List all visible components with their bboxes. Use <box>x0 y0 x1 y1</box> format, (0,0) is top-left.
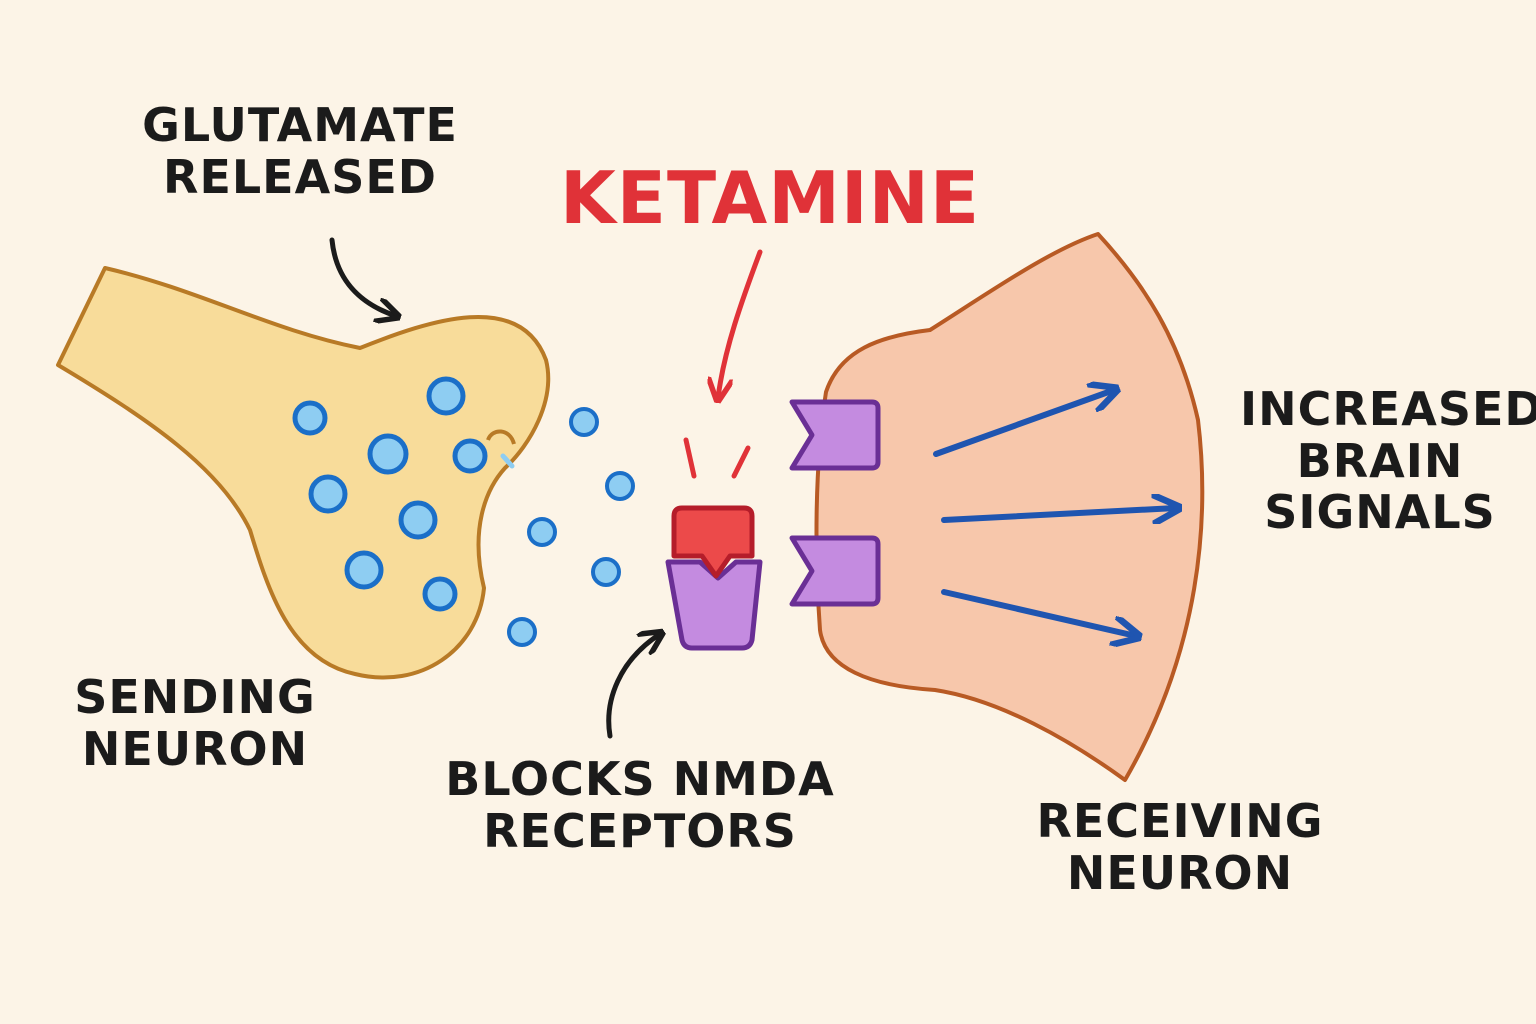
signal-arrow-icon <box>933 390 1114 457</box>
receptor-pointer-arrow <box>606 634 660 739</box>
glutamate-pointer-arrow <box>329 237 396 316</box>
glutamate-label-line2: RELEASED <box>163 149 437 204</box>
signal-arrow-icon <box>941 589 1136 636</box>
glutamate-molecules-cleft <box>507 407 635 647</box>
glutamate-molecule-icon <box>292 400 328 436</box>
receiving-neuron-label: RECEIVING NEURON <box>1020 794 1340 900</box>
impact-mark <box>731 445 751 479</box>
impact-mark <box>683 437 697 479</box>
receiving-neuron-shape <box>814 232 1205 782</box>
nmda-receptor-icon <box>789 399 881 471</box>
nmda-receptor-icon <box>665 559 763 651</box>
receiving-label-line2: NEURON <box>1066 845 1294 900</box>
signal-arrow-icon <box>941 508 1176 520</box>
glutamate-molecule-icon <box>507 617 537 647</box>
glutamate-molecules-inside <box>292 376 488 612</box>
release-pore <box>486 429 516 445</box>
glutamate-released-label: GLUTAMATE RELEASED <box>120 98 480 204</box>
increased-signals-label: INCREASED BRAIN SIGNALS <box>1240 382 1536 540</box>
glutamate-molecule-icon <box>422 576 458 612</box>
receiving-label-line1: RECEIVING <box>1036 794 1324 848</box>
glutamate-molecule-icon <box>527 517 557 547</box>
glutamate-label-line1: GLUTAMATE <box>142 98 458 152</box>
ketamine-pointer-arrow <box>718 249 763 398</box>
glutamate-molecule-icon <box>569 407 599 437</box>
increased-label-line1: INCREASED <box>1240 382 1536 436</box>
glutamate-molecule-icon <box>426 376 466 416</box>
glutamate-molecule-icon <box>308 474 348 514</box>
increased-label-line3: SIGNALS <box>1264 485 1496 540</box>
glutamate-molecule-icon <box>367 433 409 475</box>
ketamine-label-text: KETAMINE <box>560 156 981 240</box>
glutamate-molecule-icon <box>344 550 384 590</box>
ketamine-label: KETAMINE <box>560 156 981 240</box>
sending-label-line1: SENDING <box>74 670 316 724</box>
blocks-label-line2: RECEPTORS <box>483 803 797 858</box>
blocks-nmda-label: BLOCKS NMDA RECEPTORS <box>440 752 840 858</box>
glutamate-molecule-icon <box>605 471 635 501</box>
release-pore-gap <box>500 453 515 469</box>
ketamine-blocker-icon <box>671 505 755 579</box>
increased-label-line2: BRAIN <box>1296 433 1464 488</box>
glutamate-molecule-icon <box>398 500 438 540</box>
sending-neuron-label: SENDING NEURON <box>60 670 330 776</box>
nmda-receptor-icon <box>789 535 881 607</box>
sending-neuron-shape <box>56 266 551 680</box>
sending-label-line2: NEURON <box>81 721 309 776</box>
blocks-label-line1: BLOCKS NMDA <box>445 752 835 806</box>
glutamate-molecule-icon <box>452 438 488 474</box>
glutamate-molecule-icon <box>591 557 621 587</box>
